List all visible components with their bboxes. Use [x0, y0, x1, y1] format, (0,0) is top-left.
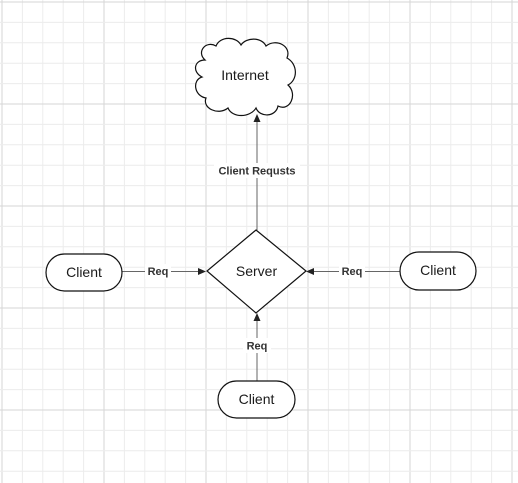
rounded-rect-shape	[45, 253, 123, 292]
edge-right-client-to-server[interactable]: Req	[306, 264, 400, 279]
node-label-server: Server	[236, 263, 278, 279]
arrow-head-right	[198, 268, 206, 275]
edge-label-req-left: Req	[148, 266, 169, 278]
node-client-bottom[interactable]: Client	[217, 380, 296, 419]
rounded-rect-shape	[217, 380, 296, 419]
cloud-shape	[195, 37, 296, 117]
arrow-head-up	[253, 114, 261, 122]
node-label-client-left: Client	[66, 264, 102, 280]
node-client-right[interactable]: Client	[399, 251, 477, 291]
edge-label-client-requests: Client Requsts	[218, 166, 295, 178]
edge-label-bg	[214, 163, 300, 178]
node-internet[interactable]: Internet	[195, 37, 296, 117]
edge-label-bg	[243, 338, 271, 353]
node-server[interactable]: Server	[206, 229, 307, 314]
edge-left-client-to-server[interactable]: Req	[122, 264, 206, 279]
node-label-client-right: Client	[420, 262, 456, 278]
arrow-head-up	[253, 313, 261, 321]
edge-server-to-internet[interactable]: Client Requsts	[214, 114, 300, 230]
node-client-left[interactable]: Client	[45, 253, 123, 292]
edge-label-req-right: Req	[342, 266, 363, 278]
node-label-internet: Internet	[221, 67, 269, 83]
edge-label-bg	[339, 264, 365, 279]
edge-label-req-bottom: Req	[247, 341, 268, 353]
arrow-head-left	[306, 268, 314, 275]
node-label-client-bottom: Client	[239, 391, 275, 407]
diamond-shape	[206, 229, 307, 314]
rounded-rect-shape	[399, 251, 477, 291]
edge-label-bg	[145, 264, 171, 279]
edge-bottom-client-to-server[interactable]: Req	[243, 313, 271, 381]
